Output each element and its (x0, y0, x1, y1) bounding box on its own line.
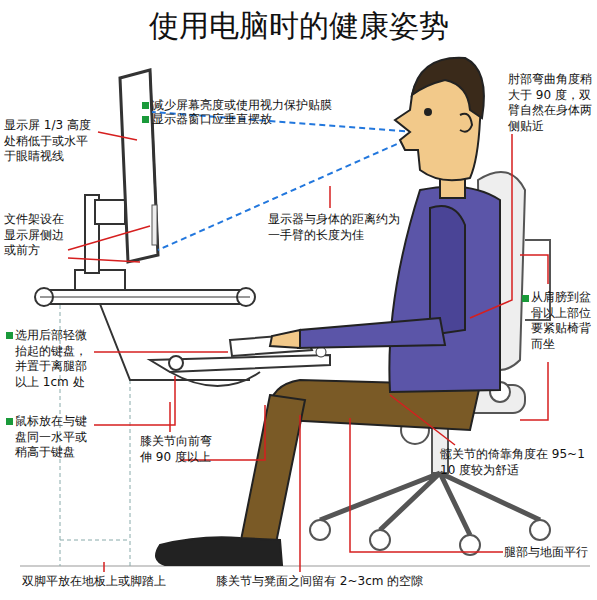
callout-label: 显示器窗口应垂直摆放 (152, 112, 352, 128)
page-title: 使用电脑时的健康姿势 (0, 6, 597, 47)
callout-label: 文件架设在显示屏侧边或前方 (4, 212, 68, 259)
sight-lines (152, 112, 415, 250)
callout-label: 腿部与地面平行 (504, 545, 594, 561)
callout-label: 显示屏 1/3 高度处稍低于或水平于眼睛视线 (4, 118, 96, 165)
callout-label: 髋关节的倚靠角度在 95~110 度较为舒适 (440, 447, 590, 478)
callout-label: 鼠标放在与键盘同一水平或稍高于键盘 (15, 414, 93, 461)
callout-label: 双脚平放在地板上或脚踏上 (22, 574, 192, 590)
callout-label: 膝关节向前弯伸 90 度以上 (140, 434, 212, 465)
callout-label: 从肩膀到盆骨以上部位要紧贴椅背而坐 (531, 290, 593, 352)
floor-line (20, 566, 590, 567)
document-holder (152, 205, 157, 245)
callout-label: 显示器与身体的距离约为一手臂的长度为佳 (268, 212, 408, 243)
seated-person (156, 58, 500, 565)
monitor (75, 70, 158, 290)
callout-label: 选用后部轻微抬起的键盘，并置于离腿部以上 1cm 处 (15, 328, 93, 390)
callout-label: 减少屏幕亮度或使用视力保护贴膜 (152, 98, 352, 114)
callout-label: 膝关节与凳面之间留有 2~3cm 的空隙 (216, 574, 476, 590)
leader-lines (68, 132, 548, 572)
callout-label: 肘部弯曲角度稍大于 90 度，双臂自然在身体两侧贴近 (508, 72, 592, 134)
bullet-squares (6, 102, 529, 425)
